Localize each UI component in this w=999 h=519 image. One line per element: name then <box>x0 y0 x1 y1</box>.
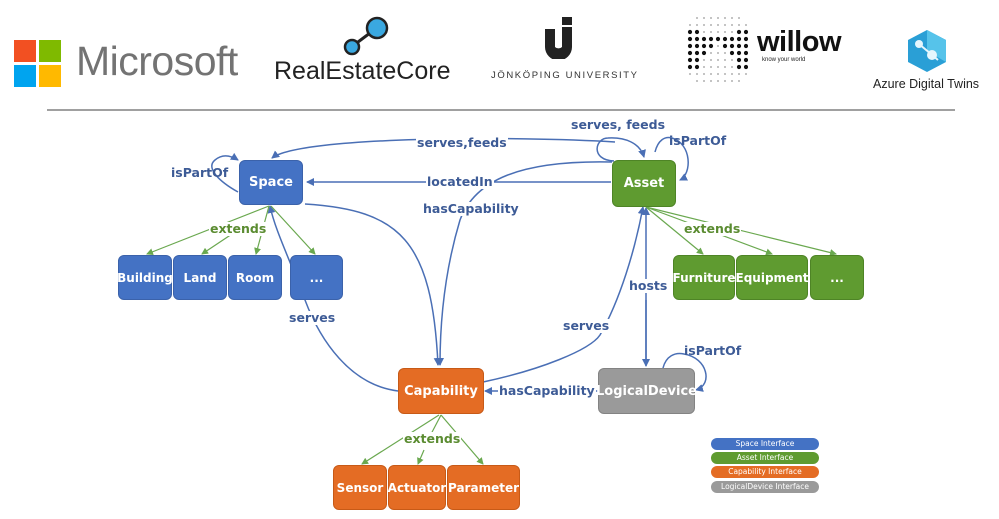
edge-capability-serves-space <box>267 205 399 392</box>
edge-extends-actuator <box>417 449 425 465</box>
node-asset-more[interactable]: ... <box>810 255 864 300</box>
molecule-icon <box>343 16 389 56</box>
label-serves-feeds-space: serves,feeds <box>416 135 508 150</box>
edge-space-has-capability <box>304 203 442 366</box>
label-extends-space: extends <box>209 221 268 236</box>
label-extends-capability: extends <box>403 431 462 446</box>
edge-asset-has-capability <box>436 161 613 366</box>
header-divider <box>47 109 955 111</box>
legend-logical-device-interface: LogicalDevice Interface <box>711 481 819 493</box>
node-space[interactable]: Space <box>239 160 303 205</box>
node-land[interactable]: Land <box>173 255 227 300</box>
node-asset[interactable]: Asset <box>612 160 676 207</box>
ju-emblem-icon <box>545 17 572 59</box>
node-equipment[interactable]: Equipment <box>736 255 808 300</box>
node-sensor[interactable]: Sensor <box>333 465 387 510</box>
legend-capability-interface: Capability Interface <box>711 466 819 478</box>
willow-wordmark: willow <box>757 26 842 58</box>
edge-extends-building <box>146 205 270 256</box>
node-actuator[interactable]: Actuator <box>388 465 446 510</box>
label-extends-asset: extends <box>683 221 742 236</box>
node-parameter[interactable]: Parameter <box>447 465 520 510</box>
node-furniture[interactable]: Furniture <box>672 255 736 300</box>
label-has-capability-logical-device: hasCapability <box>498 383 596 398</box>
node-capability[interactable]: Capability <box>398 368 484 414</box>
label-serves-space: serves <box>288 310 337 325</box>
microsoft-wordmark: Microsoft <box>76 38 238 84</box>
edge-is-part-of-asset <box>654 136 689 181</box>
edge-capability-serves-asset <box>482 206 646 383</box>
edge-extends-space-more <box>270 205 316 255</box>
node-building[interactable]: Building <box>117 255 173 300</box>
node-space-more[interactable]: ... <box>290 255 343 300</box>
microsoft-windows-icon <box>14 40 62 88</box>
node-logical-device[interactable]: LogicalDevice <box>596 368 697 414</box>
label-is-part-of-space: isPartOf <box>171 165 229 180</box>
legend-asset-interface: Asset Interface <box>711 452 819 464</box>
label-hosts: hosts <box>628 278 669 293</box>
label-has-capability-space: hasCapability <box>422 201 520 216</box>
edge-is-part-of-space <box>211 152 239 193</box>
label-located-in: locatedIn <box>426 174 494 189</box>
edge-is-part-of-logical-device <box>662 352 707 392</box>
edge-extends-parameter <box>440 414 484 465</box>
label-serves-asset: serves <box>562 318 611 333</box>
azure-digital-twins-wordmark: Azure Digital Twins <box>873 77 980 91</box>
jonkoping-university-wordmark: JÖNKÖPING UNIVERSITY <box>491 70 639 81</box>
node-room[interactable]: Room <box>228 255 282 300</box>
edge-extends-furniture <box>645 206 704 255</box>
realestatecore-wordmark: RealEstateCore <box>274 57 451 85</box>
azure-digital-twins-icon <box>908 30 946 72</box>
label-serves-feeds-asset: serves, feeds <box>571 117 666 132</box>
willow-tagline: know your world <box>762 57 806 63</box>
edge-extends-sensor <box>361 414 440 465</box>
label-is-part-of-asset: isPartOf <box>669 133 727 148</box>
label-is-part-of-logical-device: isPartOf <box>684 343 742 358</box>
willow-dots-icon <box>687 17 748 82</box>
edge-serves-feeds-asset-loop <box>596 137 646 162</box>
legend-space-interface: Space Interface <box>711 438 819 450</box>
